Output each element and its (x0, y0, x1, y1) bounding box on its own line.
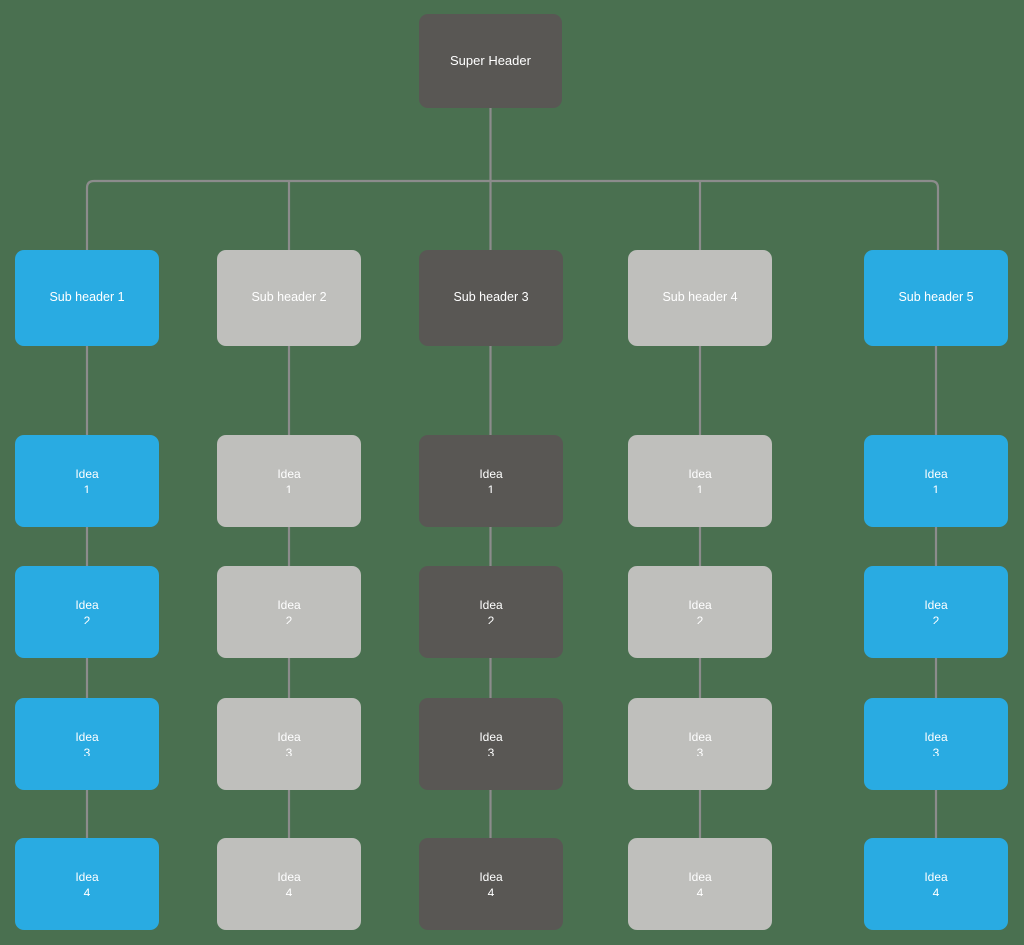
node-idea-col4-3[interactable]: Idea 3 (628, 698, 772, 790)
idea-text: Idea (75, 467, 99, 482)
node-idea-col5-2[interactable]: Idea 2 (864, 566, 1008, 658)
node-sub-header-1[interactable]: Sub header 1 (15, 250, 159, 346)
super-header-label: Super Header (450, 52, 531, 68)
node-idea-col4-4[interactable]: Idea 4 (628, 838, 772, 930)
idea-text: Idea (924, 598, 948, 613)
sub-header-3-label: Sub header 3 (453, 290, 529, 305)
node-idea-col1-4[interactable]: Idea 4 (15, 838, 159, 930)
idea-text: Idea (75, 870, 99, 885)
node-sub-header-3[interactable]: Sub header 3 (419, 250, 563, 346)
node-idea-col5-1[interactable]: Idea 1 (864, 435, 1008, 527)
idea-col2-2-label: Idea 2 (217, 596, 361, 624)
node-idea-col2-4[interactable]: Idea 4 (217, 838, 361, 930)
idea-text: Idea (924, 467, 948, 482)
idea-col2-4-label: Idea 4 (217, 868, 361, 896)
node-idea-col2-3[interactable]: Idea 3 (217, 698, 361, 790)
idea-number: 3 (83, 746, 91, 756)
idea-text: Idea (277, 467, 301, 482)
idea-number: 3 (487, 746, 495, 756)
idea-col1-2-label: Idea 2 (15, 596, 159, 624)
idea-text: Idea (479, 598, 503, 613)
idea-number: 2 (487, 614, 495, 624)
sub-header-1-label: Sub header 1 (49, 290, 125, 305)
idea-col2-3-label: Idea 3 (217, 728, 361, 756)
idea-col5-4-label: Idea 4 (864, 868, 1008, 896)
idea-number: 3 (696, 746, 704, 756)
idea-col5-3-label: Idea 3 (864, 728, 1008, 756)
sub-header-2-label: Sub header 2 (251, 290, 327, 305)
node-sub-header-4[interactable]: Sub header 4 (628, 250, 772, 346)
idea-col5-2-label: Idea 2 (864, 596, 1008, 624)
idea-col3-3-label: Idea 3 (419, 728, 563, 756)
idea-col4-1-label: Idea 1 (628, 465, 772, 493)
node-sub-header-5[interactable]: Sub header 5 (864, 250, 1008, 346)
node-idea-col1-1[interactable]: Idea 1 (15, 435, 159, 527)
node-idea-col4-1[interactable]: Idea 1 (628, 435, 772, 527)
node-idea-col3-1[interactable]: Idea 1 (419, 435, 563, 527)
idea-text: Idea (277, 870, 301, 885)
idea-col3-2-label: Idea 2 (419, 596, 563, 624)
idea-text: Idea (479, 870, 503, 885)
node-idea-col3-4[interactable]: Idea 4 (419, 838, 563, 930)
idea-col1-4-label: Idea 4 (15, 868, 159, 896)
idea-col1-3-label: Idea 3 (15, 728, 159, 756)
idea-text: Idea (479, 467, 503, 482)
idea-number: 1 (285, 483, 293, 493)
node-idea-col3-2[interactable]: Idea 2 (419, 566, 563, 658)
node-idea-col1-3[interactable]: Idea 3 (15, 698, 159, 790)
idea-text: Idea (688, 870, 712, 885)
node-idea-col3-3[interactable]: Idea 3 (419, 698, 563, 790)
idea-number: 2 (285, 614, 293, 624)
idea-text: Idea (688, 598, 712, 613)
node-sub-header-2[interactable]: Sub header 2 (217, 250, 361, 346)
node-idea-col2-2[interactable]: Idea 2 (217, 566, 361, 658)
node-super-header[interactable]: Super Header (419, 14, 562, 108)
connector-bus (85, 179, 940, 250)
idea-number: 3 (932, 746, 940, 756)
idea-number: 4 (83, 886, 91, 896)
idea-col4-3-label: Idea 3 (628, 728, 772, 756)
idea-col4-2-label: Idea 2 (628, 596, 772, 624)
idea-text: Idea (924, 730, 948, 745)
idea-text: Idea (277, 598, 301, 613)
idea-number: 4 (932, 886, 940, 896)
idea-col1-1-label: Idea 1 (15, 465, 159, 493)
idea-number: 4 (696, 886, 704, 896)
node-idea-col1-2[interactable]: Idea 2 (15, 566, 159, 658)
idea-number: 1 (696, 483, 704, 493)
idea-text: Idea (479, 730, 503, 745)
idea-text: Idea (688, 730, 712, 745)
idea-col3-1-label: Idea 1 (419, 465, 563, 493)
idea-text: Idea (75, 730, 99, 745)
idea-text: Idea (75, 598, 99, 613)
idea-col4-4-label: Idea 4 (628, 868, 772, 896)
idea-number: 1 (932, 483, 940, 493)
idea-number: 3 (285, 746, 293, 756)
idea-number: 2 (932, 614, 940, 624)
node-idea-col5-3[interactable]: Idea 3 (864, 698, 1008, 790)
idea-col5-1-label: Idea 1 (864, 465, 1008, 493)
idea-col3-4-label: Idea 4 (419, 868, 563, 896)
idea-number: 4 (487, 886, 495, 896)
idea-number: 1 (487, 483, 495, 493)
idea-col2-1-label: Idea 1 (217, 465, 361, 493)
idea-number: 4 (285, 886, 293, 896)
node-idea-col2-1[interactable]: Idea 1 (217, 435, 361, 527)
idea-text: Idea (924, 870, 948, 885)
sub-header-4-label: Sub header 4 (662, 290, 738, 305)
idea-number: 1 (83, 483, 91, 493)
idea-number: 2 (83, 614, 91, 624)
idea-text: Idea (688, 467, 712, 482)
node-idea-col5-4[interactable]: Idea 4 (864, 838, 1008, 930)
node-idea-col4-2[interactable]: Idea 2 (628, 566, 772, 658)
idea-number: 2 (696, 614, 704, 624)
sub-header-5-label: Sub header 5 (898, 290, 974, 305)
idea-text: Idea (277, 730, 301, 745)
